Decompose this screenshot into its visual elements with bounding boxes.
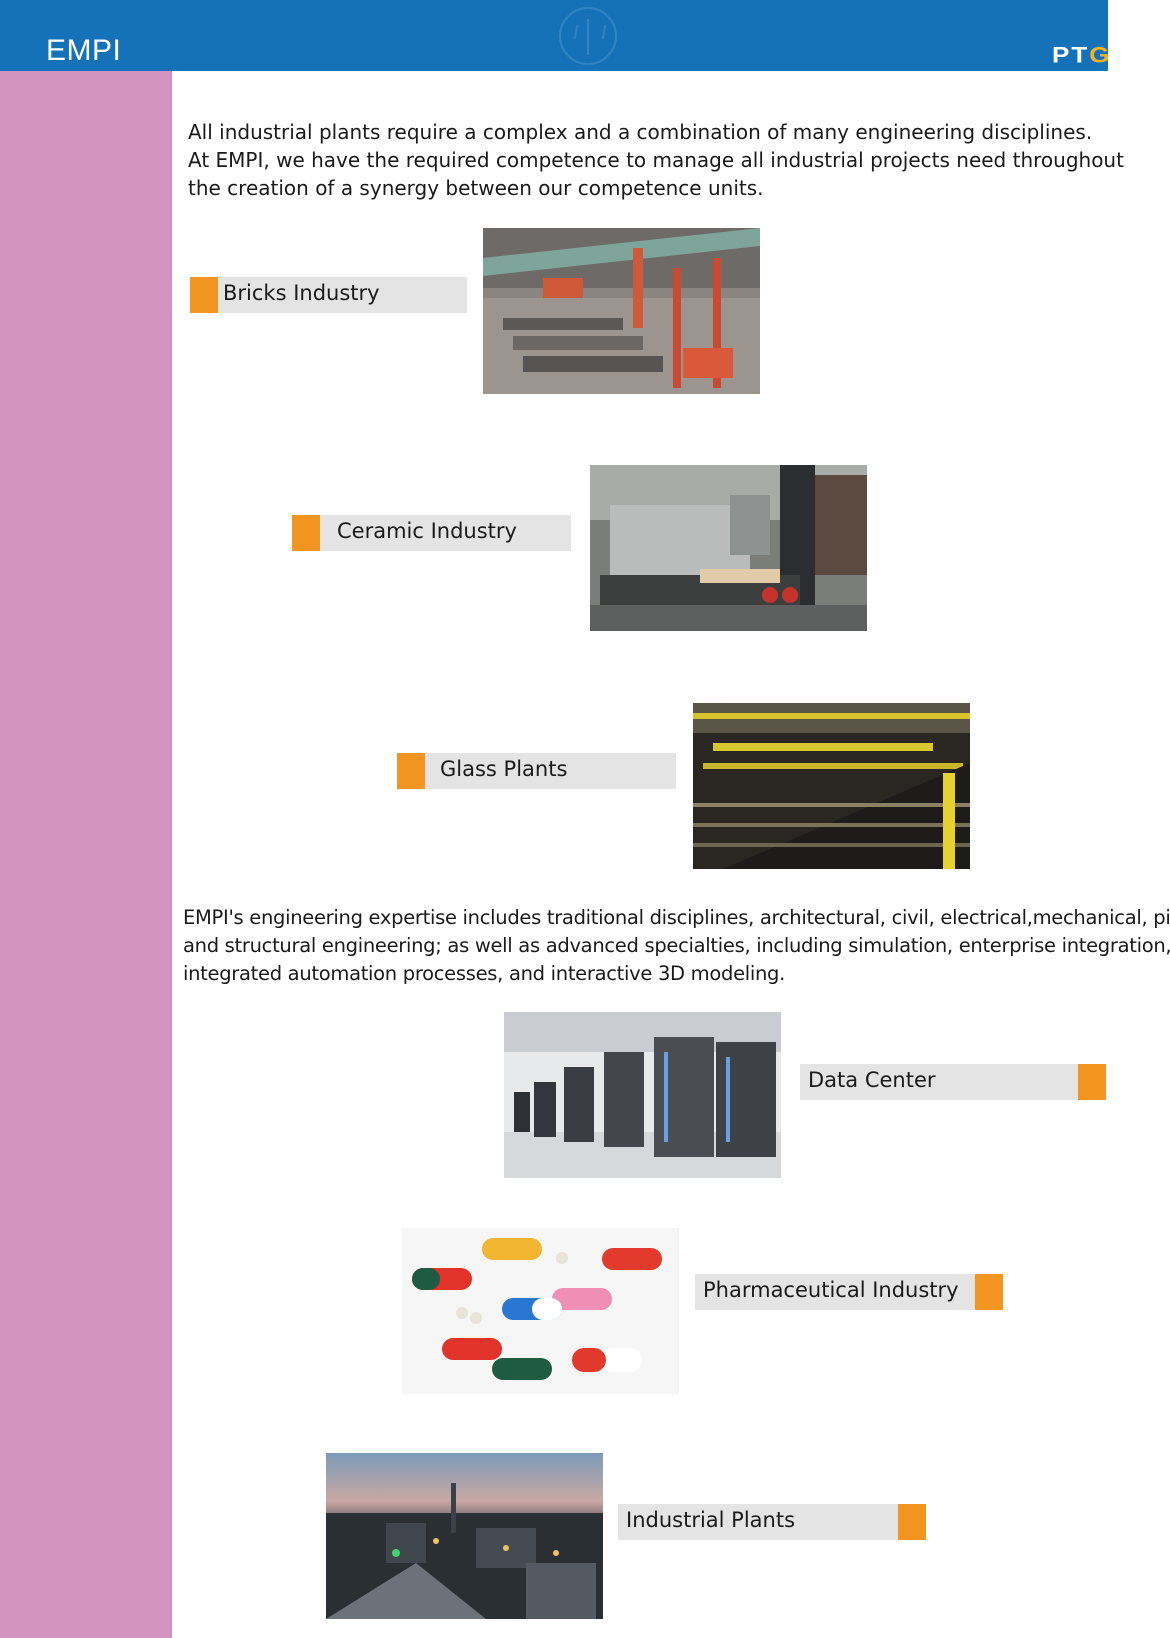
industry-label: Industrial Plants: [626, 1508, 796, 1532]
ceramic-production-line-photo: [590, 465, 867, 631]
orange-marker: [292, 515, 320, 551]
expertise-line: and structural engineering; as well as a…: [183, 934, 1170, 957]
intro-paragraph: All industrial plants require a complex …: [188, 118, 1124, 202]
industry-tag-bricks: Bricks Industry: [190, 277, 467, 313]
emblem-watermark-icon: [559, 7, 617, 65]
industry-tag-ceramic: Ceramic Industry: [292, 515, 571, 551]
ptg-logo-main: PT: [1052, 42, 1090, 68]
intro-line: All industrial plants require a complex …: [188, 120, 1093, 144]
intro-line: the creation of a synergy between our co…: [188, 176, 764, 200]
industry-tag-data-center: Data Center: [800, 1064, 1106, 1100]
expertise-line: EMPI's engineering expertise includes tr…: [183, 906, 1170, 929]
industry-label: Pharmaceutical Industry: [703, 1278, 959, 1302]
bricks-factory-photo: [483, 228, 760, 394]
glass-plant-photo: [693, 703, 970, 869]
industry-label: Bricks Industry: [223, 281, 380, 305]
orange-marker: [898, 1504, 926, 1540]
industry-label: Data Center: [808, 1068, 936, 1092]
intro-line: At EMPI, we have the required competence…: [188, 148, 1124, 172]
decorative-sidebar: [0, 71, 172, 1638]
industry-label: Ceramic Industry: [337, 519, 517, 543]
industry-label: Glass Plants: [440, 757, 568, 781]
plant-at-dusk-photo: [326, 1453, 603, 1619]
empi-logo: EMPI: [46, 34, 122, 67]
orange-marker: [975, 1274, 1003, 1310]
industry-tag-glass: Glass Plants: [397, 753, 676, 789]
orange-marker: [190, 277, 218, 313]
expertise-line: integrated automation processes, and int…: [183, 962, 786, 985]
ptg-logo-accent: G: [1089, 42, 1112, 68]
page-header: EMPI PTG: [0, 0, 1111, 71]
orange-marker: [397, 753, 425, 789]
server-racks-photo: [504, 1012, 781, 1178]
orange-marker: [1078, 1064, 1106, 1100]
capsules-photo: [402, 1228, 679, 1394]
ptg-logo: PTG: [1052, 42, 1111, 68]
expertise-paragraph: EMPI's engineering expertise includes tr…: [183, 904, 1170, 988]
industry-tag-pharmaceutical: Pharmaceutical Industry: [695, 1274, 1003, 1310]
industry-tag-industrial-plants: Industrial Plants: [618, 1504, 926, 1540]
